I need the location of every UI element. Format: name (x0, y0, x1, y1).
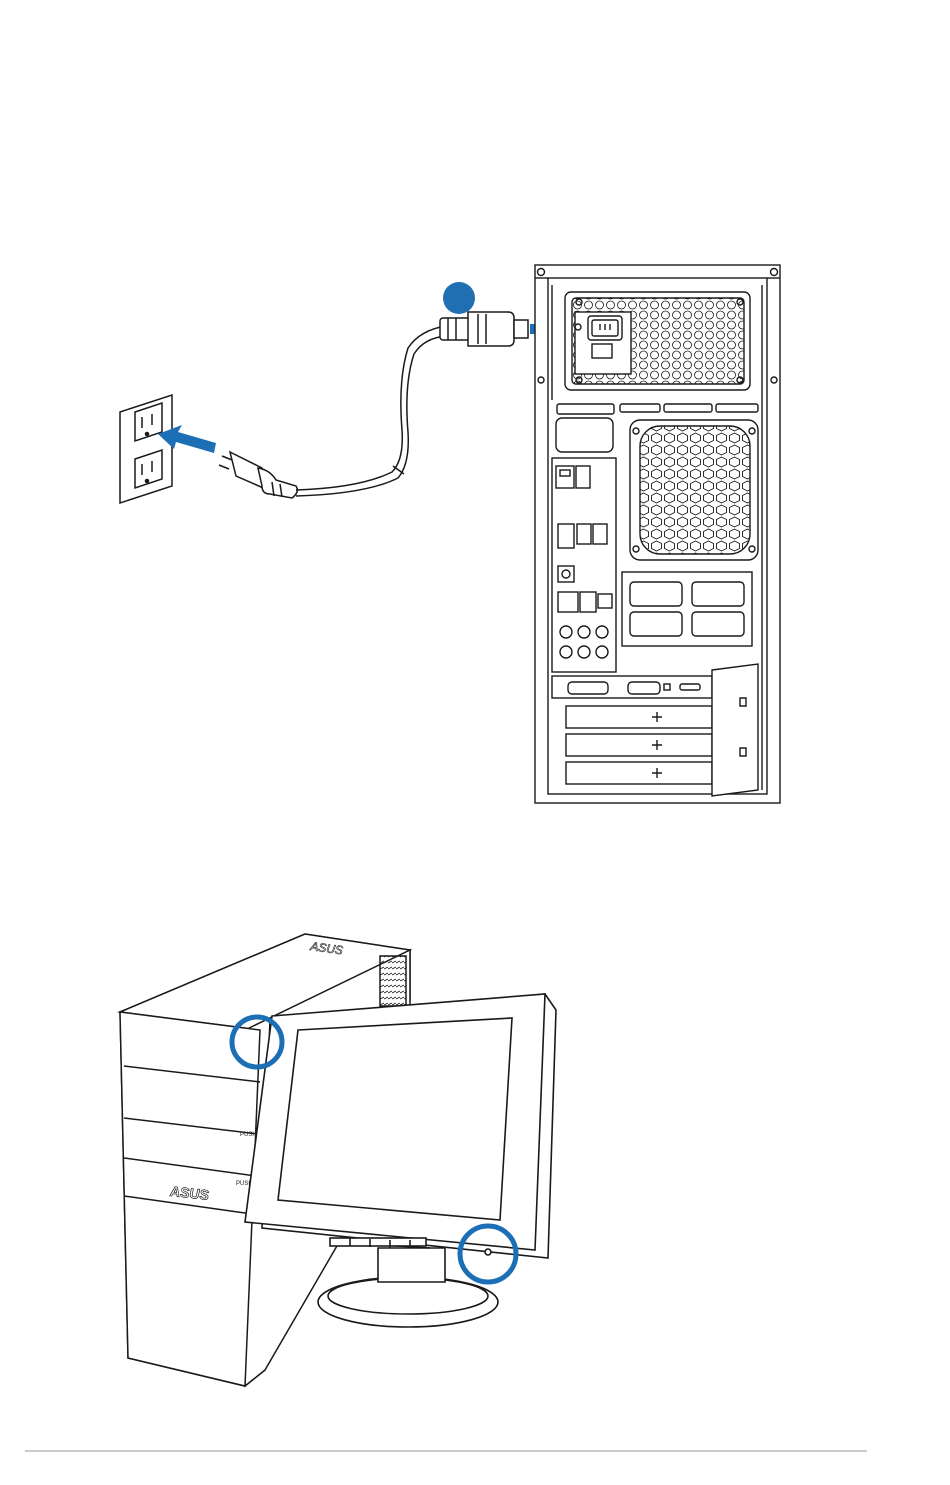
power-cord-icon (296, 326, 446, 496)
power-supply-unit (565, 292, 750, 390)
drive-push-label: PUSH (240, 1132, 257, 1138)
iec-connector-icon (440, 312, 528, 346)
step-1-badge (443, 282, 475, 314)
wall-outlet-icon (120, 395, 172, 503)
io-panel (552, 458, 616, 672)
power-plug-icon (219, 452, 297, 498)
footer-rule (25, 1450, 867, 1452)
pc-tower-rear-icon (535, 265, 780, 803)
